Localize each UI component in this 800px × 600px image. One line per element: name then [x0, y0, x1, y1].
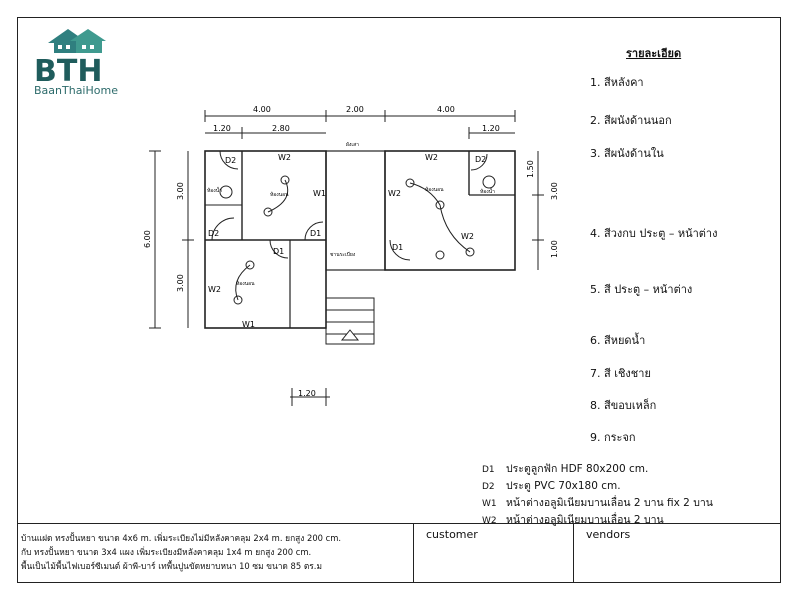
label-w1-a: W1	[313, 189, 326, 198]
description-line-2: กับ ทรงปั้นหยา ขนาด 3x4 แผง เพิ่มระเบียง…	[21, 547, 312, 557]
description-line-3: พื้นเป็นไม้พื้นไฟเบอร์ซีเมนต์ ผ้าพี-บาร์…	[21, 561, 322, 571]
dim-left-part-2: 3.00	[176, 274, 185, 292]
legend-code: D2	[482, 482, 495, 492]
detail-item-2: 2. สีผนังด้านนอก	[590, 114, 672, 127]
logo-text: BTH	[34, 54, 102, 85]
dim-right-part-3: 1.00	[550, 240, 559, 258]
label-w2-b: W2	[208, 285, 221, 294]
room-bathroom-2: ห้องน้ำ	[480, 186, 495, 195]
room-bedroom-2: ห้องนอน	[236, 280, 255, 287]
dim-left-part-1: 3.00	[176, 182, 185, 200]
detail-item-5: 5. สี ประตู – หน้าต่าง	[590, 283, 693, 296]
dim-top-1: 4.00	[253, 105, 271, 114]
detail-item-8: 8. สีขอบเหล็ก	[590, 399, 657, 412]
dim-top-3: 4.00	[437, 105, 455, 114]
detail-item-7: 7. สี เชิงชาย	[590, 367, 651, 380]
label-w2-e: W2	[461, 232, 474, 241]
vendors-cell: vendors	[574, 524, 779, 582]
dim-top-2: 2.00	[346, 105, 364, 114]
description-line-1: บ้านแฝด ทรงปั้นหยา ขนาด 4x6 m. เพิ่มระเบ…	[21, 533, 342, 543]
title-block: บ้านแฝด ทรงปั้นหยา ขนาด 4x6 m. เพิ่มระเบ…	[17, 523, 781, 583]
vendors-label: vendors	[586, 528, 631, 541]
legend-code: W1	[482, 499, 497, 509]
label-w2-d: W2	[425, 153, 438, 162]
label-w1-b: W1	[242, 320, 255, 329]
detail-item-1: 1. สีหลังคา	[590, 76, 644, 89]
dim-right-sub: 1.20	[482, 124, 500, 133]
dim-left-sub-1: 1.20	[213, 124, 231, 133]
room-terrace: ชานระเบียง	[330, 251, 356, 258]
detail-item-9: 9. กระจก	[590, 431, 636, 444]
legend-row-d1: D1 ประตูลูกฟัก HDF 80x200 cm.	[482, 460, 648, 477]
legend-row-w1: W1 หน้าต่างอลูมิเนียมบานเลื่อน 2 บาน fix …	[482, 494, 713, 511]
legend-row-d2: D2 ประตู PVC 70x180 cm.	[482, 477, 621, 494]
customer-label: customer	[426, 528, 478, 541]
label-d2-c: D2	[475, 155, 486, 164]
legend-text: ประตูลูกฟัก HDF 80x200 cm.	[506, 463, 649, 475]
customer-cell: customer	[414, 524, 574, 582]
details-title: รายละเอียด	[626, 47, 682, 60]
dim-right-part-1: 1.50	[526, 160, 535, 178]
label-d2-a: D2	[225, 156, 236, 165]
detail-item-4: 4. สีวงกบ ประตู – หน้าต่าง	[590, 227, 718, 240]
legend-code: W2	[482, 516, 497, 526]
legend-code: D1	[482, 465, 495, 475]
room-bedroom-1: ห้องนอน	[270, 191, 289, 198]
label-w2-a: W2	[278, 153, 291, 162]
label-d1-a: D1	[273, 247, 284, 256]
dim-bottom: 1.20	[298, 389, 316, 398]
label-d1-b: D1	[310, 229, 321, 238]
dim-left-sub-2: 2.80	[272, 124, 290, 133]
room-bedroom-3: ห้องนอน	[425, 186, 444, 193]
dim-right-part-2: 3.00	[550, 182, 559, 200]
room-bathroom-1: ห้องน้ำ	[207, 185, 222, 194]
detail-item-3: 3. สีผนังด้านใน	[590, 147, 664, 160]
brand-name: BaanThaiHome	[34, 84, 118, 97]
dim-left-total: 6.00	[143, 230, 152, 248]
column-note: ผังเสา	[346, 142, 359, 148]
bth-logo: BTH	[34, 29, 106, 85]
legend-text: ประตู PVC 70x180 cm.	[506, 480, 621, 492]
detail-item-6: 6. สีหยดน้ำ	[590, 334, 646, 347]
label-w2-c: W2	[388, 189, 401, 198]
label-d1-c: D1	[392, 243, 403, 252]
drawing-sheet	[17, 17, 781, 583]
legend-text: หน้าต่างอลูมิเนียมบานเลื่อน 2 บาน fix 2 …	[506, 497, 713, 509]
project-description: บ้านแฝด ทรงปั้นหยา ขนาด 4x6 m. เพิ่มระเบ…	[17, 524, 414, 582]
label-d2-b: D2	[208, 229, 219, 238]
